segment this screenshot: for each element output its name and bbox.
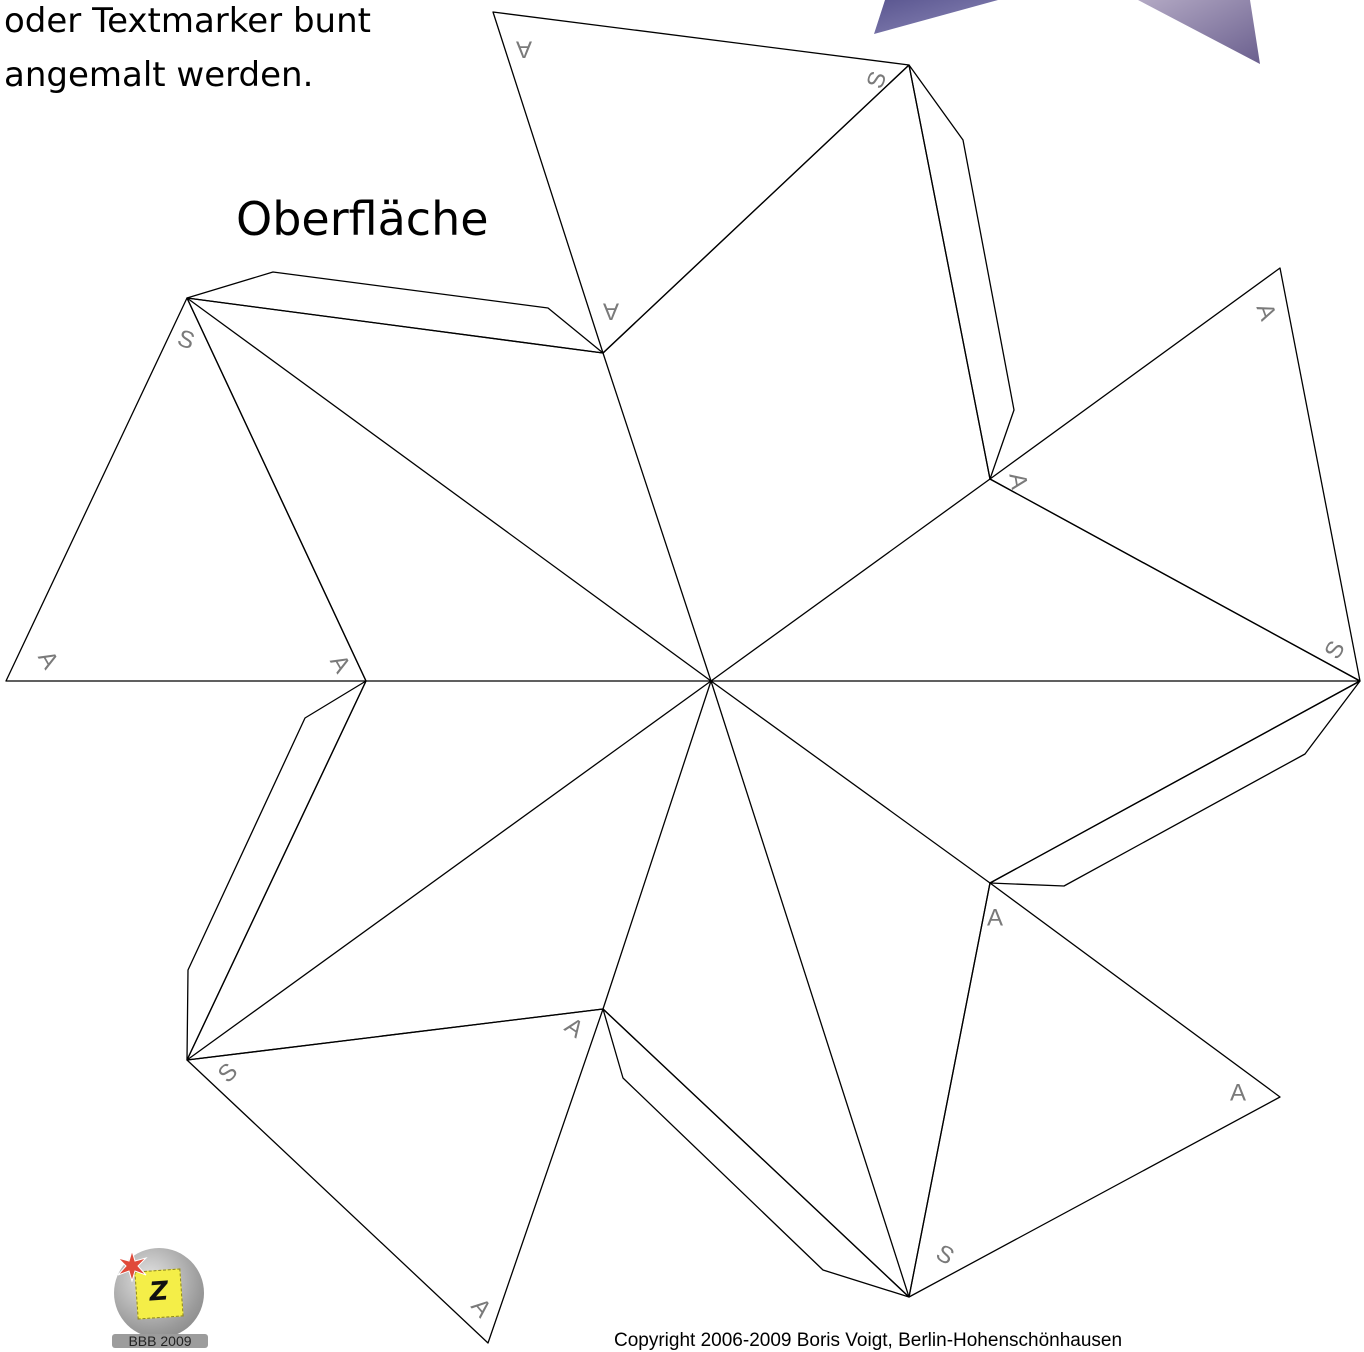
fold-line: [710, 680, 991, 884]
fold-line: [908, 882, 991, 1298]
instruction-line: angemalt werden.: [4, 55, 314, 95]
fold-line: [602, 64, 910, 354]
logo-caption: BBB 2009: [128, 1333, 192, 1349]
base-mark: A: [466, 1293, 497, 1323]
fold-line: [602, 680, 712, 1010]
fold-line: [908, 64, 991, 480]
section-heading: Oberfläche: [236, 192, 489, 246]
base-mark: A: [324, 650, 355, 677]
fold-line: [186, 297, 712, 682]
fold-line: [710, 680, 910, 1298]
base-mark: A: [603, 298, 619, 325]
glue-tab-top-right: [908, 64, 1015, 480]
star-point-right: [989, 267, 1361, 682]
apex-mark: S: [1319, 636, 1350, 663]
fold-line: [989, 680, 1361, 884]
apex-mark: S: [213, 1058, 243, 1088]
burst-icon: [116, 1250, 148, 1282]
glue-tab-top-left: [186, 271, 604, 354]
star-point-lower-right: [908, 882, 1281, 1298]
star-point-top: [492, 11, 910, 354]
base-mark: A: [516, 36, 532, 63]
fold-line: [186, 1008, 604, 1061]
base-mark: A: [1251, 300, 1282, 324]
star-point-bottom: [186, 1008, 604, 1344]
base-mark: A: [987, 905, 1003, 932]
fold-line: [602, 352, 712, 682]
fold-line: [602, 1008, 910, 1298]
instruction-text: oder Textmarker bunt angemalt werden.: [4, 0, 371, 102]
base-mark: A: [1003, 471, 1032, 491]
fold-line: [186, 680, 367, 1061]
star-point-upper-left: [5, 297, 367, 682]
net-marks: A S A S A A A A S A A S A S A: [32, 36, 1350, 1323]
base-mark: A: [560, 1012, 589, 1043]
base-mark: A: [32, 646, 63, 673]
fold-line: [989, 478, 1361, 682]
apex-mark: S: [862, 68, 893, 92]
apex-mark: S: [174, 325, 198, 356]
apex-mark: S: [931, 1239, 958, 1270]
fold-line: [186, 680, 712, 1061]
fold-line: [710, 478, 991, 682]
base-mark: A: [1230, 1080, 1246, 1107]
fold-line: [186, 297, 367, 682]
fold-line: [186, 297, 604, 354]
instruction-line: oder Textmarker bunt: [4, 1, 371, 41]
zebis-logo: Z BBB 2009: [112, 1248, 208, 1349]
net-outline: [5, 11, 1361, 1344]
star-photo: [874, 0, 1260, 64]
copyright-notice: Copyright 2006-2009 Boris Voigt, Berlin-…: [614, 1330, 1123, 1351]
